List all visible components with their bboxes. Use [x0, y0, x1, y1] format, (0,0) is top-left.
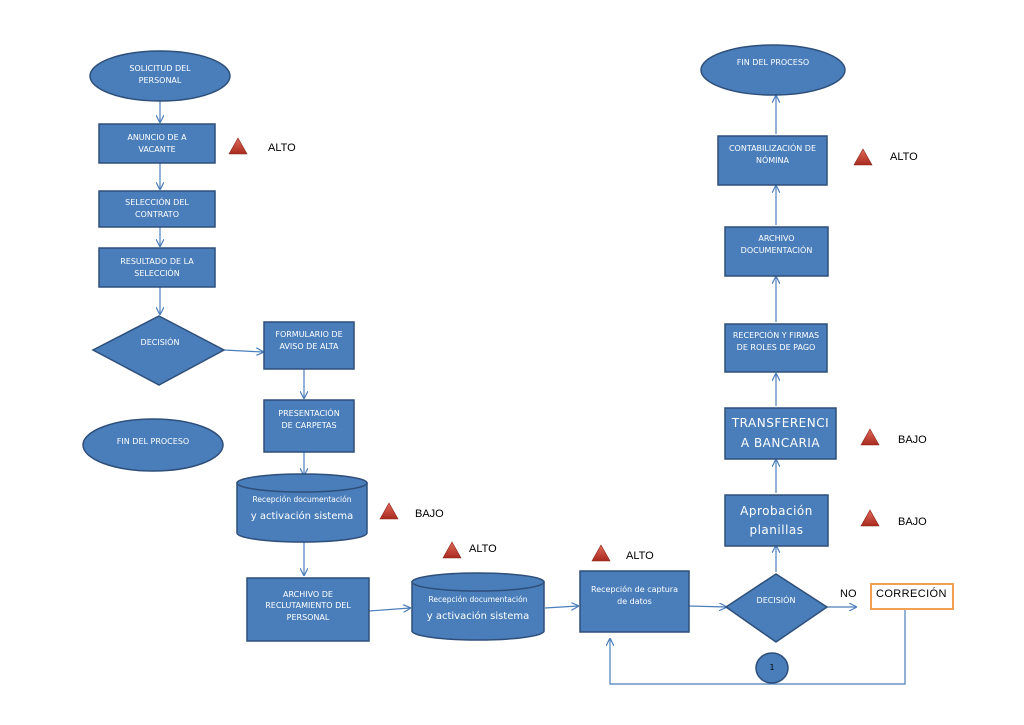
risk-label-recepcion-1: BAJO	[415, 508, 444, 520]
node-label-recepcion-2-line2: y activación sistema	[426, 610, 530, 622]
decision-diamond-1	[91, 315, 226, 386]
end-ellipse-fin-2	[700, 44, 846, 96]
process-box-aprobacion	[724, 494, 829, 547]
flow-arrow	[610, 610, 906, 685]
flow-arrow	[368, 608, 410, 611]
connector-circle	[755, 652, 789, 684]
node-label-formulario: FORMULARIO DE AVISO DE ALTA	[275, 330, 343, 351]
warning-triangle-icon	[442, 541, 462, 559]
node-label-resultado: RESULTADO DE LA SELECCIÓN	[120, 256, 194, 278]
risk-label-recepcion-captura: ALTO	[626, 550, 654, 562]
risk-label-transferencia: BAJO	[898, 434, 927, 446]
correcion-label: CORRECIÓN	[876, 588, 947, 600]
warning-triangle-icon	[228, 137, 248, 155]
warning-triangle-icon	[860, 428, 880, 446]
node-label-solicitud: SOLICITUD DEL PERSONAL	[129, 64, 191, 85]
process-box-recepcion-firmas	[724, 323, 828, 373]
node-label-recepcion-1-line2: y activación sistema	[250, 510, 354, 522]
database-recepcion-1	[236, 482, 368, 543]
database-recepcion-1-top	[236, 473, 368, 493]
decision-diamond-2	[724, 573, 829, 643]
process-box-anuncio	[98, 123, 216, 164]
process-box-archivo-documentacion	[724, 226, 829, 277]
database-recepcion-2	[411, 581, 545, 641]
warning-triangle-icon	[860, 509, 880, 527]
process-box-presentacion	[263, 399, 355, 453]
node-label-seleccion: SELECCIÓN DEL CONTRATO	[125, 198, 189, 219]
risk-label-contabilizacion: ALTO	[890, 151, 918, 163]
node-label-decision-2: DECISIÓN	[756, 596, 796, 606]
node-label-fin-2: FIN DEL PROCESO	[736, 58, 810, 68]
risk-label-recepcion-2: ALTO	[469, 543, 497, 555]
node-label-archivo-documentacion: ARCHIVO DOCUMENTACIÓN	[740, 234, 813, 255]
end-ellipse-fin-1	[82, 418, 224, 472]
node-label-presentacion: PRESENTACIÓN DE CARPETAS	[278, 409, 340, 430]
correcion-box	[870, 583, 954, 610]
warning-triangle-icon	[591, 544, 611, 562]
node-label-archivo-reclutamiento: ARCHIVO DE RECLUTAMIENTO DEL PERSONAL	[265, 589, 351, 622]
process-box-contabilizacion	[717, 135, 828, 186]
no-label: NO	[840, 588, 857, 600]
node-label-recepcion-captura: Recepción de captura de datos	[591, 585, 678, 606]
risk-label-anuncio: ALTO	[268, 142, 296, 154]
flow-arrow	[688, 606, 726, 607]
warning-triangle-icon	[853, 148, 873, 166]
flow-arrow	[223, 350, 263, 352]
node-label-fin-1: FIN DEL PROCESO	[116, 437, 190, 447]
flow-arrow	[544, 606, 578, 608]
node-label-aprobacion: Aprobación planillas	[740, 503, 813, 537]
node-label-recepcion-firmas: RECEPCIÓN Y FIRMAS DE ROLES DE PAGO	[732, 331, 820, 352]
node-label-contabilizacion: CONTABILIZACIÓN DE NÓMINA	[728, 144, 817, 165]
node-label-recepcion-2-line1: Recepción documentación	[428, 594, 528, 604]
connector-label: 1	[769, 662, 775, 672]
node-label-recepcion-1-line1: Recepción documentación	[252, 494, 352, 504]
node-label-transferencia: TRANSFERENCI A BANCARIA	[731, 416, 830, 450]
process-box-recepcion-captura	[579, 570, 690, 633]
node-label-anuncio: ANUNCIO DE A VACANTE	[127, 132, 187, 154]
warning-triangle-icon	[379, 502, 399, 520]
risk-label-aprobacion: BAJO	[898, 516, 927, 528]
database-recepcion-2-top	[411, 572, 545, 592]
process-box-resultado	[98, 247, 216, 288]
process-box-seleccion	[98, 190, 216, 228]
process-box-archivo-reclutamiento	[246, 577, 370, 642]
process-box-transferencia	[724, 407, 837, 460]
start-ellipse-solicitud	[89, 50, 231, 102]
node-label-decision-1: DECISIÓN	[140, 338, 180, 348]
process-box-formulario	[263, 321, 355, 370]
